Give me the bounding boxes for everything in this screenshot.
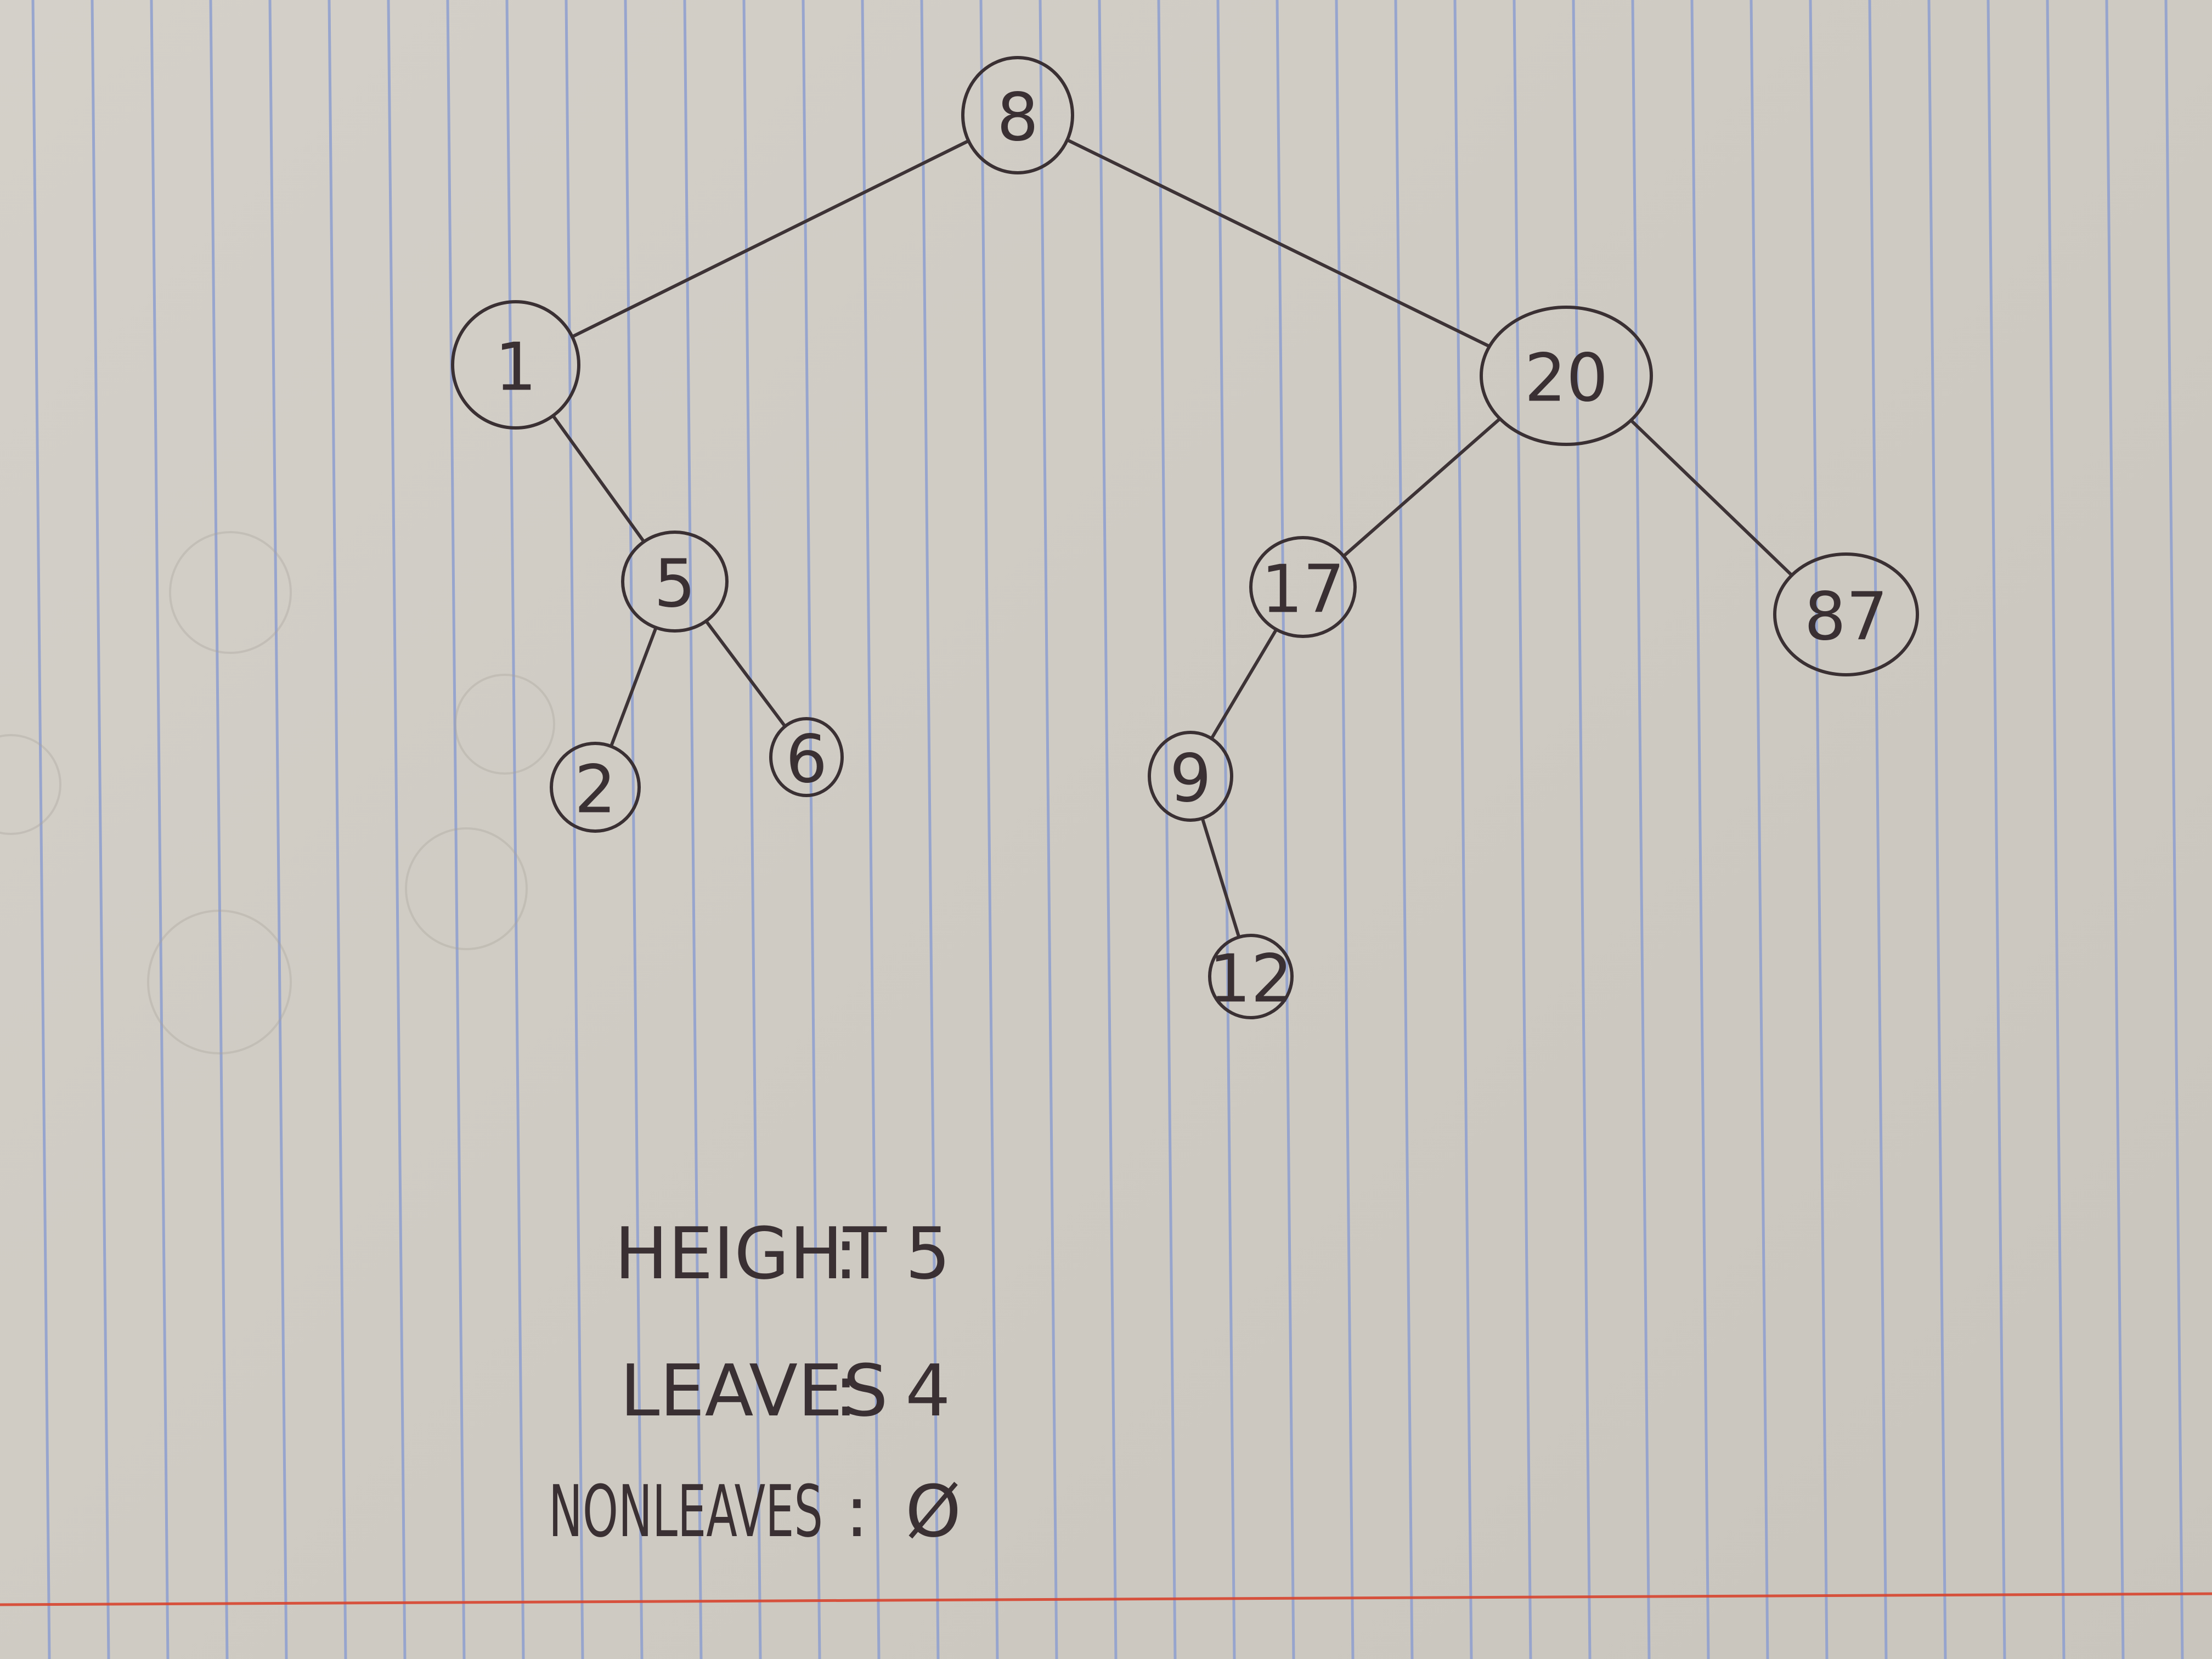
tree-node: 5 [621,531,729,633]
ruled-line [1157,0,1177,1659]
ruled-line [1335,0,1355,1659]
ruled-line [1039,0,1058,1659]
tree-node: 2 [550,742,641,833]
nonleaves-label: NONLEAVES [549,1470,823,1553]
node-label: 9 [1170,741,1211,817]
tree-edges [551,138,1794,939]
tree-node: 20 [1480,306,1653,446]
ruled-line [1276,0,1295,1659]
nonleaves-separator: : [845,1470,869,1553]
tree-node: 8 [961,56,1074,174]
node-label: 2 [574,752,616,828]
leaves-separator: : [834,1349,858,1432]
tree-node: 17 [1249,536,1357,638]
node-label: 12 [1209,941,1293,1018]
tree-node: 9 [1148,731,1233,822]
node-label: 8 [997,80,1039,156]
height-value: 5 [905,1212,951,1295]
leaves-value: 4 [905,1349,951,1432]
ruled-lines [31,0,2184,1659]
ruled-line [1513,0,1532,1659]
node-circle [550,742,641,833]
ruled-line [1690,0,1710,1659]
ruled-line [1927,0,1947,1659]
tree-node: 12 [1208,934,1294,1019]
tree-edge [1200,816,1241,939]
node-circle [961,56,1074,174]
ruled-line [209,0,229,1659]
tree-node: 6 [769,717,844,798]
tree-node: 1 [451,300,580,430]
nonleaves-value: Ø [905,1470,961,1553]
tree-edge [609,625,658,748]
ruled-line [1453,0,1473,1659]
ruled-line [1868,0,1888,1659]
ruled-line [1631,0,1651,1659]
height-label: HEIGHT [614,1212,887,1295]
node-circle [1773,552,1919,676]
node-circle [451,300,580,430]
ruled-line [683,0,703,1659]
ruled-line [387,0,407,1659]
ruled-line [1750,0,1769,1659]
faint-ghost-sketch [0,531,555,1054]
node-circle [769,717,844,797]
ruled-line [2105,0,2125,1659]
tree-edge [704,619,787,728]
tree-edge [1065,138,1491,348]
ruled-line [31,0,51,1659]
node-label: 20 [1525,341,1609,417]
ruled-line [1098,0,1118,1659]
tree-edge [551,414,646,544]
ruled-line [1216,0,1236,1659]
tree-edge [1629,419,1794,577]
ruled-line [150,0,170,1659]
ruled-line [1987,0,2006,1659]
ruled-line [328,0,347,1659]
tree-edge [1210,628,1278,741]
tree-edge [570,139,970,338]
ruled-line [861,0,881,1659]
ruled-line [624,0,644,1659]
node-circle [1148,731,1233,822]
ruled-line [1394,0,1414,1659]
ruled-line [920,0,940,1659]
node-circle [1480,306,1653,446]
node-label: 87 [1804,579,1888,656]
tree-nodes: 8 1 20 5 2 6 17 9 12 87 [451,56,1919,1019]
tree-node: 87 [1773,552,1919,676]
node-label: 1 [495,330,537,406]
tree-stats: HEIGHT : 5 LEAVES : 4 NONLEAVES : Ø [549,1212,961,1553]
ruled-line [802,0,821,1659]
ruled-line [1572,0,1592,1659]
node-circle [1249,536,1357,638]
ruled-line [1809,0,1829,1659]
ruled-line [446,0,466,1659]
ruled-line [91,0,110,1659]
node-label: 5 [654,546,696,623]
node-label: 6 [786,722,827,798]
ruled-line [565,0,584,1659]
ruled-line [2164,0,2184,1659]
node-circle [1208,934,1294,1019]
node-label: 17 [1261,552,1345,628]
leaves-label: LEAVES [620,1349,888,1432]
ruled-line [268,0,288,1659]
ruled-line [2046,0,2066,1659]
node-circle [621,531,729,633]
ruled-line [505,0,525,1659]
tree-edge [1342,417,1502,558]
height-separator: : [834,1212,858,1295]
margin-line [0,1592,2212,1606]
ruled-line [979,0,999,1659]
ruled-line [742,0,762,1659]
